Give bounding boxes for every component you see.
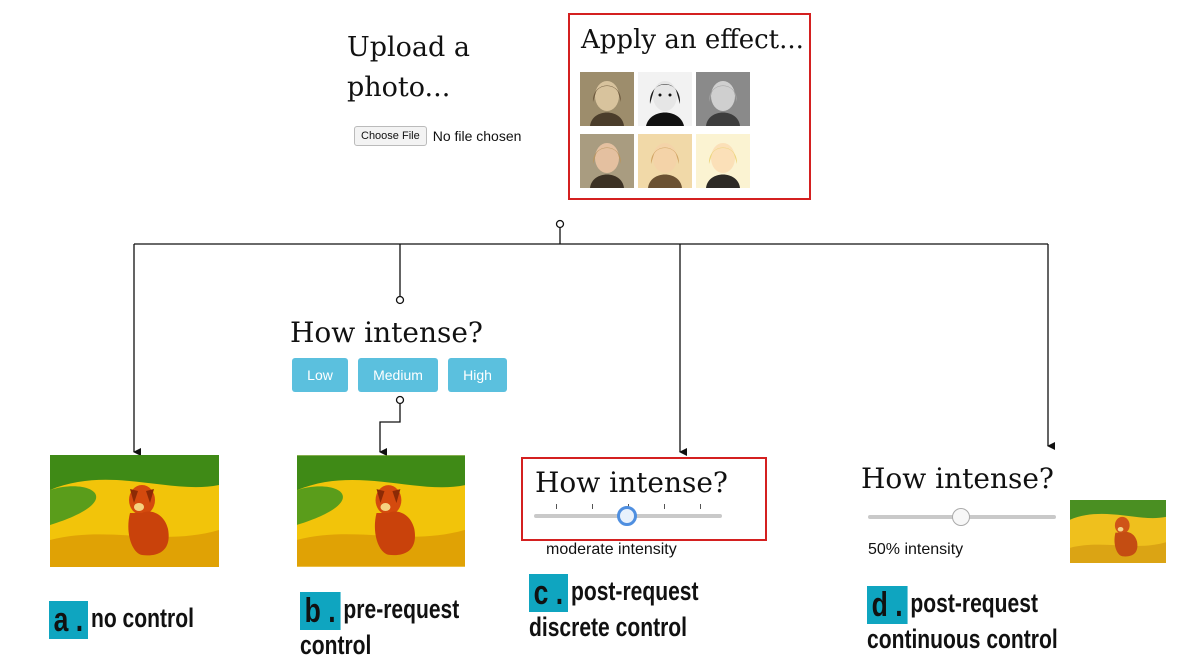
label-c-text-1: post-request bbox=[570, 576, 699, 606]
discrete-tick bbox=[556, 504, 557, 509]
continuous-caption: 50% intensity bbox=[868, 541, 964, 558]
discrete-tick bbox=[700, 504, 701, 509]
label-c-text-2: discrete control bbox=[529, 612, 687, 642]
prerequest-title: How intense? bbox=[290, 316, 483, 349]
b-output-node bbox=[395, 395, 405, 405]
discrete-control bbox=[521, 457, 767, 541]
label-d-badge: d . bbox=[867, 586, 908, 624]
choose-file-button[interactable]: Choose File bbox=[354, 126, 427, 146]
discrete-title: How intense? bbox=[535, 466, 728, 499]
file-status: No file chosen bbox=[432, 128, 522, 144]
continuous-slider-knob[interactable] bbox=[952, 508, 970, 526]
output-photo-prerequest bbox=[297, 455, 465, 567]
medium-button[interactable]: Medium bbox=[358, 358, 438, 392]
effect-thumb-contrast[interactable] bbox=[638, 72, 692, 126]
file-input[interactable]: Choose File No file chosen bbox=[354, 126, 521, 146]
label-c: c .post-request discrete control bbox=[529, 574, 699, 642]
discrete-tick bbox=[664, 504, 665, 509]
label-a-badge: a . bbox=[49, 601, 88, 639]
high-button[interactable]: High bbox=[448, 358, 507, 392]
discrete-tick bbox=[592, 504, 593, 509]
label-d-text-2: continuous control bbox=[867, 624, 1058, 654]
discrete-caption: moderate intensity bbox=[546, 541, 677, 558]
label-a: a .no control bbox=[49, 601, 194, 639]
label-d-text-1: post-request bbox=[910, 588, 1038, 618]
label-a-text: no control bbox=[90, 603, 194, 633]
output-photo-continuous bbox=[1070, 500, 1166, 563]
b-input-node bbox=[395, 295, 405, 305]
effect-thumb-vintage[interactable] bbox=[638, 134, 692, 188]
label-d: d .post-request continuous control bbox=[867, 586, 1058, 654]
label-b-text-2: control bbox=[300, 630, 372, 660]
effect-thumb-grayscale[interactable] bbox=[696, 72, 750, 126]
effect-picker: Apply an effect... bbox=[568, 13, 811, 200]
effect-thumb-warm[interactable] bbox=[580, 134, 634, 188]
label-b: b .pre-request control bbox=[300, 592, 459, 660]
effect-thumb-bright[interactable] bbox=[696, 134, 750, 188]
label-b-text-1: pre-request bbox=[343, 594, 460, 624]
label-b-badge: b . bbox=[300, 592, 341, 630]
continuous-title: How intense? bbox=[861, 462, 1054, 495]
upload-title: Upload a photo... bbox=[347, 32, 470, 103]
label-c-badge: c . bbox=[529, 574, 568, 612]
effect-title: Apply an effect... bbox=[581, 25, 804, 55]
low-button[interactable]: Low bbox=[292, 358, 348, 392]
junction-node bbox=[555, 219, 565, 229]
branch-b-bottom bbox=[379, 402, 401, 456]
output-photo-no-control bbox=[50, 455, 219, 567]
discrete-slider-knob[interactable] bbox=[617, 506, 637, 526]
effect-thumb-sepia[interactable] bbox=[580, 72, 634, 126]
